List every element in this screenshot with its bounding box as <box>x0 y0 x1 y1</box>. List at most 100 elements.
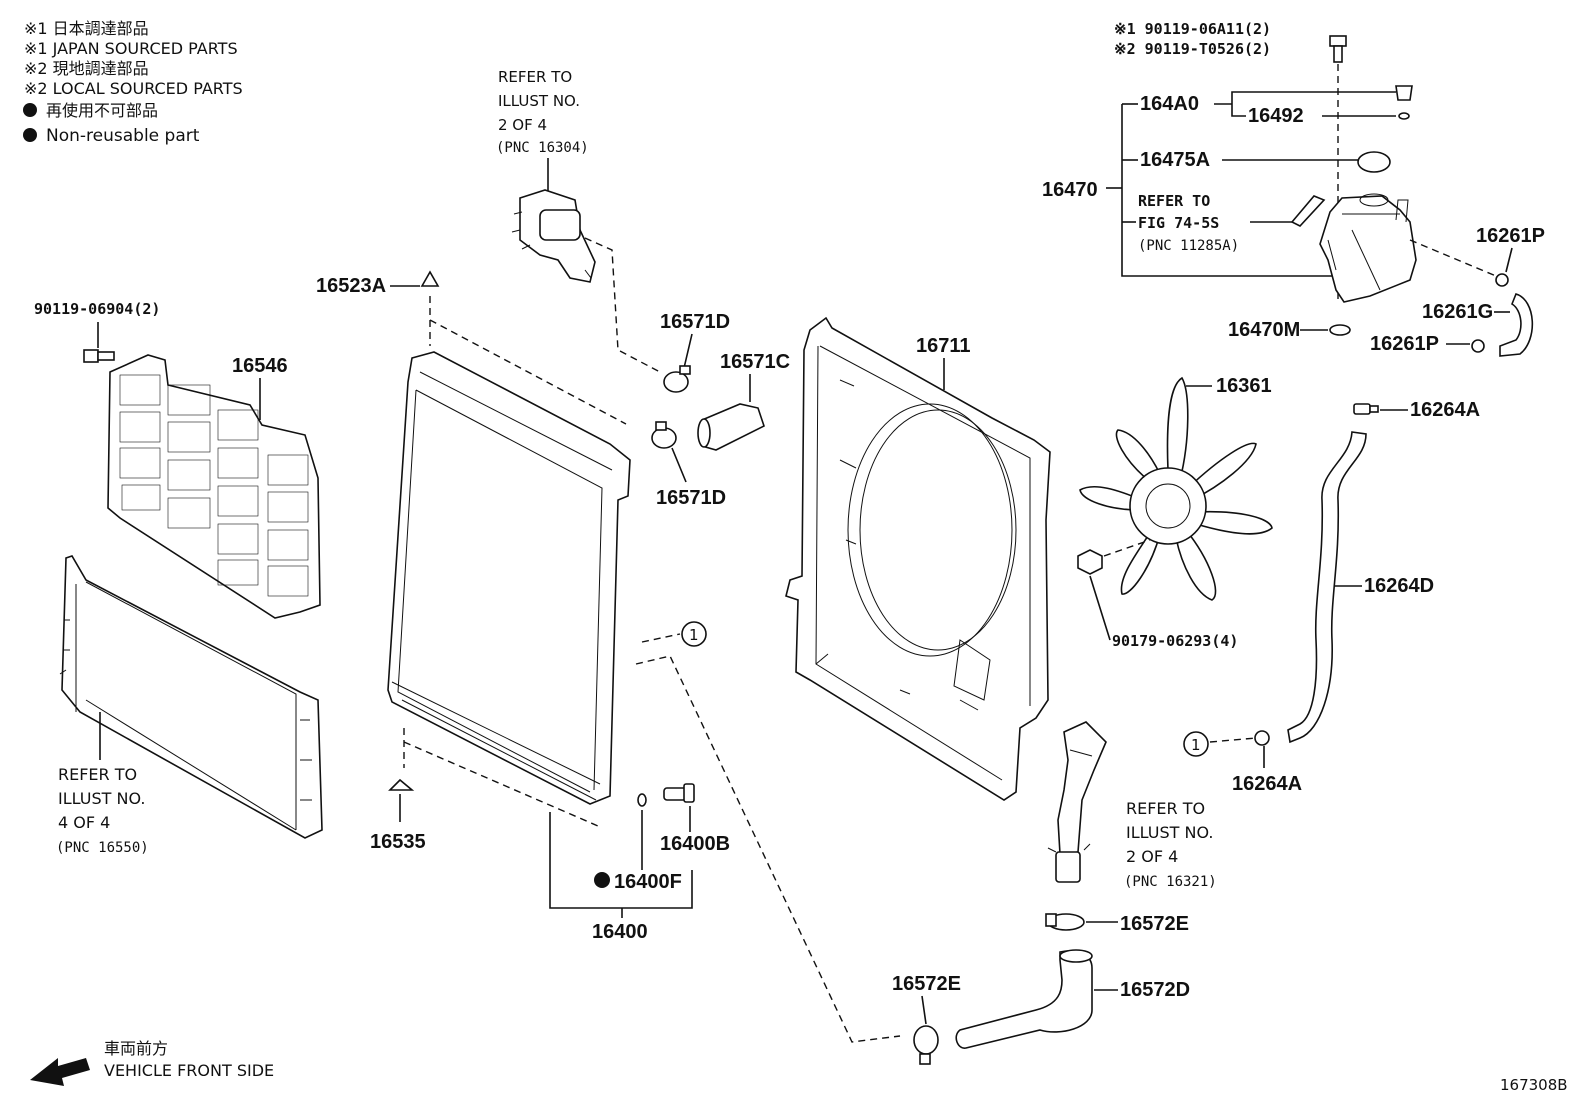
valve-icon <box>1395 85 1413 101</box>
part-number: 16264A <box>1410 399 1480 421</box>
refer-line: REFER TO <box>1138 192 1210 210</box>
part-number: 16400F <box>614 871 682 893</box>
refer-line: ILLUST NO. <box>58 789 145 808</box>
part-number: 16572E <box>892 973 961 995</box>
non-reusable-dot-icon <box>594 872 610 888</box>
part-number: 16711 <box>916 335 971 357</box>
hose-icon <box>955 950 1093 1049</box>
refer-line: REFER TO <box>1126 799 1205 818</box>
refer-water-pump: REFER TO ILLUST NO. 2 OF 4 (PNC 16304) <box>496 68 661 373</box>
hose-icon <box>701 403 765 451</box>
part-number: 16571C <box>720 351 790 373</box>
part-number: 16264A <box>1232 773 1302 795</box>
fan-hub <box>1129 467 1207 545</box>
bolt-note: ※1 90119-06A11(2) <box>1114 20 1271 38</box>
refer-line: (PNC 11285A) <box>1138 238 1239 254</box>
vehicle-front-indicator: 車両前方 VEHICLE FRONT SIDE <box>30 1039 274 1086</box>
direction-en: VEHICLE FRONT SIDE <box>104 1061 274 1080</box>
part-number: 16470 <box>1042 179 1098 201</box>
clamp-icon <box>1045 913 1085 931</box>
fan-blades <box>1079 376 1273 601</box>
lower-hose-16572: REFER TO ILLUST NO. 2 OF 4 (PNC 16321) 1… <box>892 721 1217 1065</box>
reference-label: 1 <box>689 626 699 644</box>
reservoir-16470: ※1 90119-06A11(2) ※2 90119-T0526(2) 1647… <box>1042 20 1545 357</box>
legend-line-2: ※1 JAPAN SOURCED PARTS <box>24 39 238 58</box>
clamp-icon <box>1495 273 1509 287</box>
radiator-16400: 16523A 16535 16400B 16400F 16400 1 <box>316 270 901 1043</box>
cushion-icon <box>388 778 415 791</box>
part-number: 16492 <box>1248 105 1304 127</box>
direction-jp: 車両前方 <box>104 1039 168 1058</box>
part-number: 16264D <box>1364 575 1434 597</box>
part-number: 16400B <box>660 833 730 855</box>
part-number: 16261G <box>1422 301 1493 323</box>
refer-line: REFER TO <box>58 765 137 784</box>
cushion-icon <box>420 270 440 287</box>
vehicle-front-arrow-icon <box>30 1058 90 1086</box>
non-reusable-dot-icon <box>23 128 37 142</box>
part-number: 16571D <box>656 487 726 509</box>
overflow-hose-16264: 16264A 16264D 1 16264A <box>1183 399 1480 795</box>
fan-shroud-16711: 16711 <box>785 316 1051 801</box>
legend-line-5: 再使用不可部品 <box>46 101 158 120</box>
guard-grille <box>119 374 309 597</box>
refer-line: (PNC 16550) <box>56 840 149 856</box>
refer-line: ILLUST NO. <box>1126 823 1213 842</box>
legend-line-3: ※2 現地調達部品 <box>24 59 149 78</box>
bolt-note: ※2 90119-T0526(2) <box>1114 40 1271 58</box>
figure-id: 167308B <box>1500 1076 1568 1094</box>
non-reusable-dot-icon <box>23 103 37 117</box>
refer-line: REFER TO <box>498 68 572 86</box>
legend-line-4: ※2 LOCAL SOURCED PARTS <box>24 79 243 98</box>
bolt-icon <box>83 349 115 363</box>
part-number: 16261P <box>1476 225 1545 247</box>
part-number: 16523A <box>316 275 386 297</box>
refer-line: 2 OF 4 <box>498 116 547 134</box>
fan-16361: 16361 90179-06293(4) <box>1077 375 1273 650</box>
o-ring-icon <box>637 793 647 807</box>
part-number: 16361 <box>1216 375 1272 397</box>
part-number: 16546 <box>232 355 288 377</box>
clamp-icon <box>913 1025 939 1065</box>
refer-line: (PNC 16304) <box>496 140 589 156</box>
part-number: 16400 <box>592 921 648 943</box>
bolt-icon <box>1329 35 1347 63</box>
hose-icon <box>1287 431 1367 744</box>
part-number: 16572E <box>1120 913 1189 935</box>
o-ring-icon <box>1398 112 1410 120</box>
legend: ※1 日本調達部品 ※1 JAPAN SOURCED PARTS ※2 現地調達… <box>23 19 243 146</box>
part-number: 16571D <box>660 311 730 333</box>
clamp-icon <box>651 421 677 449</box>
legend-line-6: Non-reusable part <box>46 126 200 146</box>
part-number: 16470M <box>1228 319 1300 341</box>
reference-circle <box>681 621 707 647</box>
legend-line-1: ※1 日本調達部品 <box>24 19 149 38</box>
refer-line: 2 OF 4 <box>1126 847 1178 866</box>
condenser-guard-16546: 16546 90119-06904(2) <box>34 300 321 619</box>
clamp-icon <box>1353 403 1379 415</box>
water-outlet-icon <box>1057 721 1107 855</box>
water-inlet-housing <box>511 189 596 283</box>
dashed-leader <box>584 237 661 373</box>
reference-label: 1 <box>1191 736 1201 754</box>
condenser-refer: REFER TO ILLUST NO. 4 OF 4 (PNC 16550) <box>56 555 323 856</box>
part-number: 16535 <box>370 831 426 853</box>
refer-line: 4 OF 4 <box>58 813 110 832</box>
clamp-icon <box>663 365 691 393</box>
part-number: 164A0 <box>1140 93 1199 115</box>
clamp-icon <box>1471 339 1485 353</box>
part-number: 16261P <box>1370 333 1439 355</box>
part-number: 90119-06904(2) <box>34 300 160 318</box>
refer-line: FIG 74-5S <box>1138 214 1219 232</box>
nut-icon <box>1077 549 1103 575</box>
part-number: 16572D <box>1120 979 1190 1001</box>
reservoir-cap-icon <box>1357 151 1391 173</box>
part-number: 90179-06293(4) <box>1112 632 1238 650</box>
label-icon <box>1290 195 1326 227</box>
reference-circle <box>1183 731 1209 757</box>
drain-cock-icon <box>663 783 695 803</box>
part-number: 16475A <box>1140 149 1210 171</box>
refer-line: ILLUST NO. <box>498 92 580 110</box>
